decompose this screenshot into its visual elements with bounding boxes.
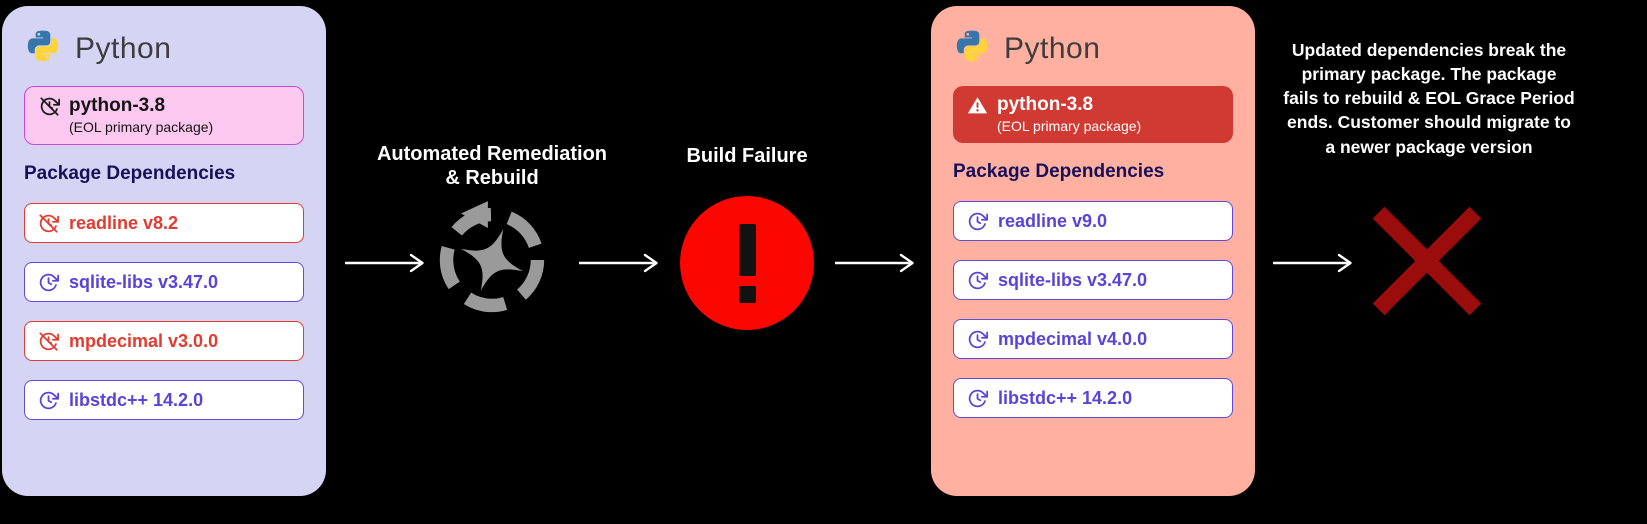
dependency-readline: readline v9.0: [953, 201, 1233, 241]
build-failure-label: Build Failure: [686, 145, 808, 167]
update-icon: [967, 388, 988, 409]
dependency-mpdecimal: mpdecimal v4.0.0: [953, 319, 1233, 359]
dependencies-heading: Package Dependencies: [953, 161, 1165, 182]
dependency-label: sqlite-libs v3.47.0: [69, 271, 219, 292]
failure-cross-icon: [1368, 202, 1486, 320]
python-logo-icon: [953, 30, 991, 68]
card-title: Python: [1004, 32, 1101, 65]
primary-package-badge-failed: python-3.8 (EOL primary package): [953, 86, 1233, 143]
primary-package-subtitle: (EOL primary package): [69, 119, 214, 135]
automated-remediation-icon: [430, 198, 554, 322]
primary-package-badge: python-3.8 (EOL primary package): [24, 86, 304, 145]
dependency-label: mpdecimal v3.0.0: [69, 330, 219, 351]
package-card-after: Python python-3.8 (EOL primary package) …: [931, 6, 1255, 496]
python-logo-icon: [24, 30, 62, 68]
card-title: Python: [75, 32, 172, 65]
dependency-label: mpdecimal v4.0.0: [998, 328, 1148, 349]
update-off-icon: [38, 213, 59, 234]
build-failure-icon: [680, 196, 814, 330]
primary-package-name: python-3.8: [69, 95, 166, 116]
primary-package-name: python-3.8: [997, 94, 1094, 115]
dependency-sqlite-libs: sqlite-libs v3.47.0: [24, 262, 304, 302]
primary-package-subtitle: (EOL primary package): [997, 118, 1142, 134]
dependency-label: libstdc++ 14.2.0: [998, 387, 1133, 408]
dependency-label: readline v8.2: [69, 212, 179, 233]
card-header: Python: [953, 30, 1233, 68]
dependency-libstdcpp: libstdc++ 14.2.0: [953, 378, 1233, 418]
flow-arrow: [579, 253, 658, 273]
dependency-label: readline v9.0: [998, 210, 1108, 231]
dependency-sqlite-libs: sqlite-libs v3.47.0: [953, 260, 1233, 300]
flow-arrow: [1273, 253, 1352, 273]
warning-icon: [967, 95, 988, 116]
exclamation-bar: [738, 224, 756, 276]
update-icon: [967, 270, 988, 291]
package-card-before: Python python-3.8 (EOL primary package) …: [2, 6, 326, 496]
update-icon: [38, 272, 59, 293]
dependency-mpdecimal: mpdecimal v3.0.0: [24, 321, 304, 361]
update-off-icon: [39, 96, 60, 117]
flow-arrow: [345, 253, 424, 273]
update-off-icon: [38, 331, 59, 352]
dependencies-heading: Package Dependencies: [24, 163, 236, 184]
update-icon: [967, 329, 988, 350]
outcome-text: Updated dependencies break the primary p…: [1283, 40, 1575, 157]
card-header: Python: [24, 30, 304, 68]
update-icon: [38, 390, 59, 411]
update-icon: [967, 211, 988, 232]
dependency-label: sqlite-libs v3.47.0: [998, 269, 1148, 290]
dependency-readline: readline v8.2: [24, 203, 304, 243]
automated-remediation-label: Automated Remediation & Rebuild: [376, 143, 608, 189]
dependency-label: libstdc++ 14.2.0: [69, 389, 204, 410]
dependency-libstdcpp: libstdc++ 14.2.0: [24, 380, 304, 420]
flow-arrow: [835, 253, 914, 273]
exclamation-dot: [738, 286, 756, 303]
